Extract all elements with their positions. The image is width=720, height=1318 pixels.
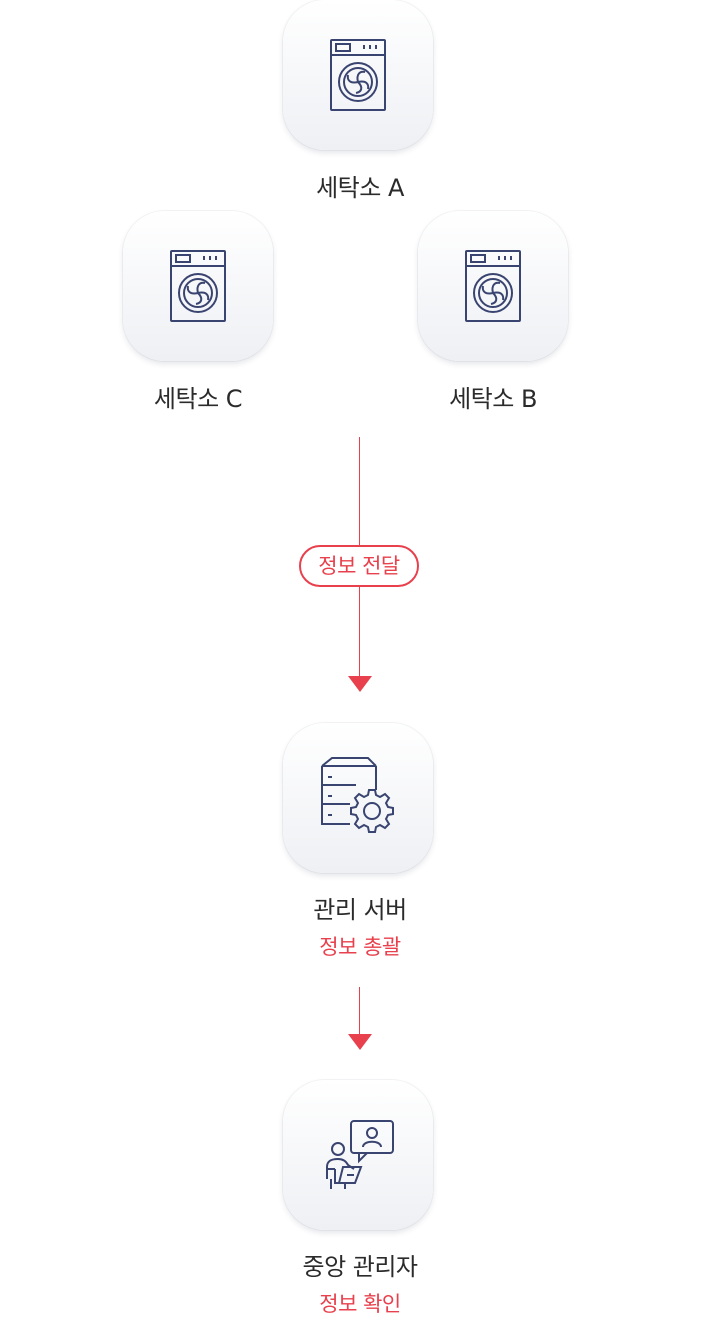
- management-server-label: 관리 서버: [313, 896, 407, 924]
- laundry-b-label: 세탁소 B: [449, 385, 537, 413]
- connector-line: [359, 987, 360, 1035]
- central-admin-label: 중앙 관리자: [302, 1253, 418, 1281]
- laundry-b-node: [418, 211, 568, 361]
- manager-chat-icon: [321, 1119, 395, 1191]
- arrow-down-icon: [348, 1034, 372, 1050]
- central-admin-node: [283, 1080, 433, 1230]
- laundry-a-label: 세탁소 A: [316, 174, 404, 202]
- laundry-a-node: [283, 0, 433, 150]
- laundry-c-label: 세탁소 C: [153, 385, 243, 413]
- washing-machine-icon: [329, 38, 387, 112]
- transfer-info-badge: 정보 전달: [299, 545, 419, 587]
- washing-machine-icon: [464, 249, 522, 323]
- management-server-sublabel: 정보 총괄: [319, 935, 401, 959]
- arrow-down-icon: [348, 676, 372, 692]
- server-gear-icon: [318, 756, 398, 840]
- washing-machine-icon: [169, 249, 227, 323]
- laundry-c-node: [123, 211, 273, 361]
- management-server-node: [283, 723, 433, 873]
- central-admin-sublabel: 정보 확인: [319, 1292, 401, 1316]
